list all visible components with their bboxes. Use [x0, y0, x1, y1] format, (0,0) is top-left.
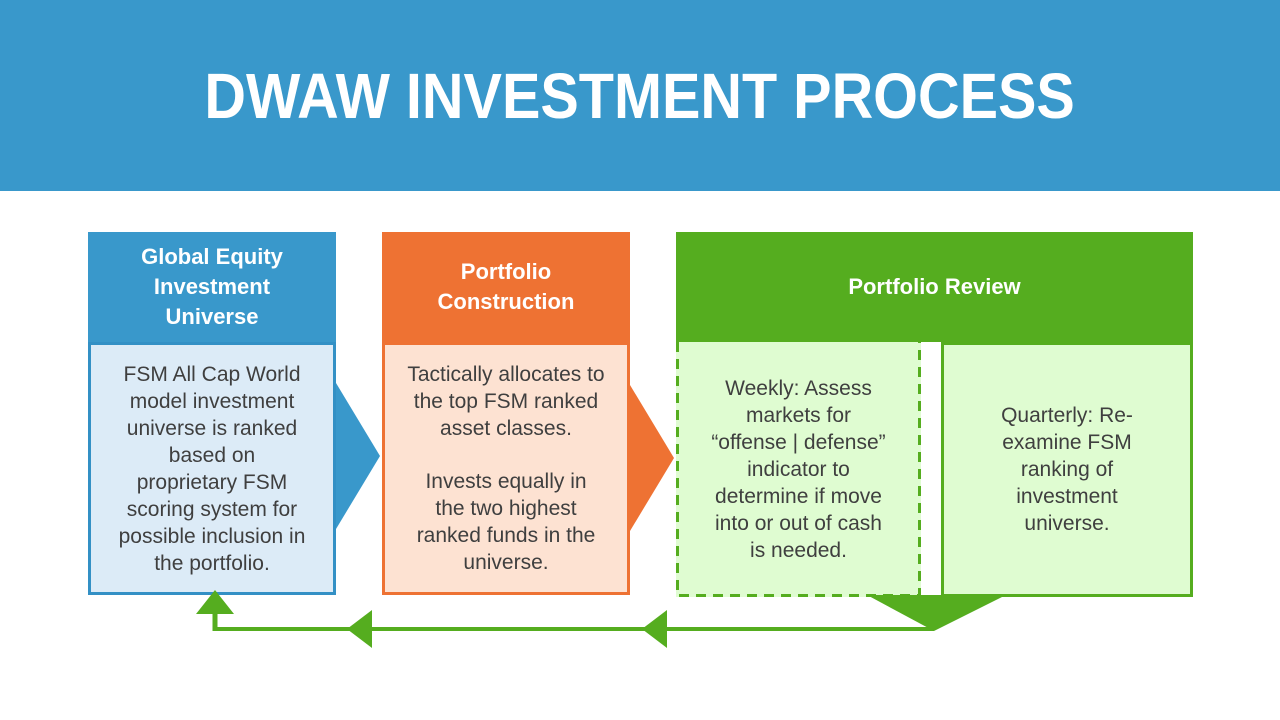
col1-to-col2-arrow-icon: [336, 383, 380, 529]
title-bar: DWAW INVESTMENT PROCESS: [0, 0, 1280, 191]
feedback-left-arrowhead-1-icon: [347, 610, 372, 648]
weekly-review-panel: Weekly: Assess markets for “offense | de…: [676, 342, 921, 597]
review-down-arrow-icon: [867, 595, 1006, 631]
global-equity-body-text: FSM All Cap World model investment unive…: [118, 362, 306, 575]
portfolio-review-header: Portfolio Review: [676, 232, 1193, 342]
global-equity-header: Global Equity Investment Universe: [88, 232, 336, 342]
weekly-review-text: Weekly: Assess markets for “offense | de…: [711, 377, 886, 562]
quarterly-review-panel: Quarterly: Re- examine FSM ranking of in…: [941, 342, 1193, 597]
portfolio-construction-paragraph-2: Invests equally in the two highest ranke…: [416, 470, 596, 574]
portfolio-construction-header-label: Portfolio Construction: [437, 259, 575, 314]
feedback-left-arrowhead-2-icon: [642, 610, 667, 648]
col2-to-col3-arrow-icon: [630, 385, 674, 531]
portfolio-review-header-label: Portfolio Review: [848, 274, 1021, 299]
portfolio-construction-paragraph-1: Tactically allocates to the top FSM rank…: [407, 363, 605, 440]
portfolio-construction-header: Portfolio Construction: [382, 232, 630, 342]
portfolio-construction-body: Tactically allocates to the top FSM rank…: [382, 342, 630, 595]
quarterly-review-text: Quarterly: Re- examine FSM ranking of in…: [1001, 404, 1133, 535]
global-equity-header-label: Global Equity Investment Universe: [141, 244, 283, 329]
page-title: DWAW INVESTMENT PROCESS: [204, 59, 1076, 132]
global-equity-body: FSM All Cap World model investment unive…: [88, 342, 336, 595]
